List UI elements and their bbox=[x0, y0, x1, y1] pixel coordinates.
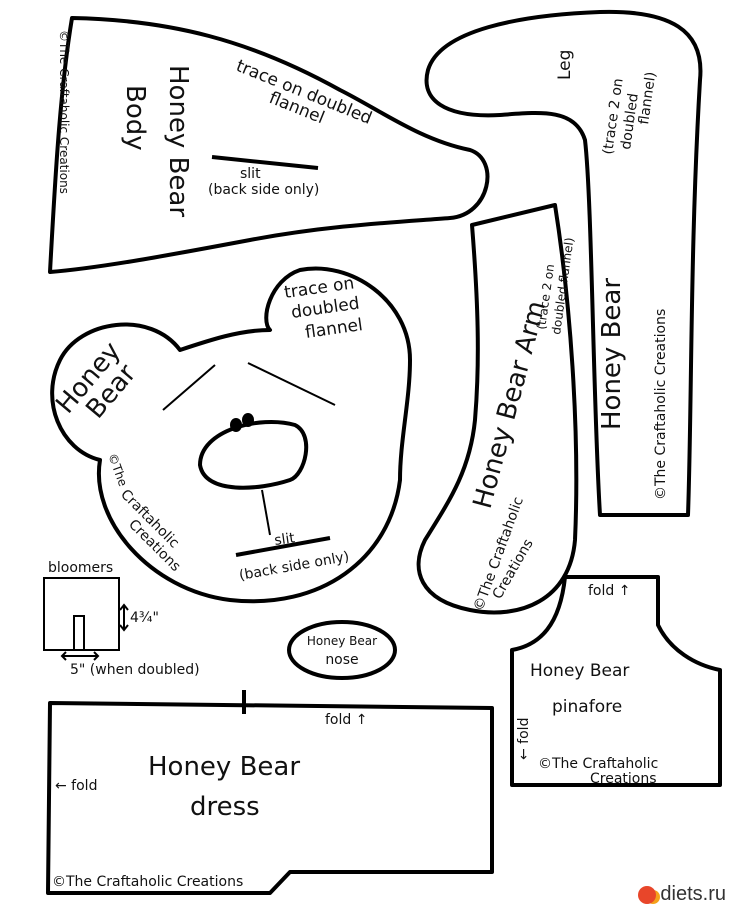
arm-piece: Honey Bear Arm (trace 2 on doubled flann… bbox=[416, 203, 579, 615]
dress-copyright: ©The Craftaholic Creations bbox=[52, 874, 243, 890]
pinafore-fold-side: ← fold bbox=[516, 718, 532, 760]
head-copyright: ©The bbox=[105, 451, 130, 488]
nose-title: Honey Bear bbox=[307, 634, 377, 648]
body-slit-label: slit bbox=[240, 166, 261, 182]
body-title: Honey Bear bbox=[163, 65, 193, 217]
dress-title: Honey Bear bbox=[148, 752, 300, 782]
bloomers-width: 5" (when doubled) bbox=[70, 662, 200, 678]
body-copyright: ©The Craftaholic Creations bbox=[57, 30, 71, 194]
bloomers-height: 4¾" bbox=[130, 610, 159, 626]
body-title-2: Body bbox=[120, 85, 150, 151]
body-slit-note: (back side only) bbox=[208, 182, 319, 198]
pinafore-title-2: pinafore bbox=[552, 697, 622, 717]
bloomers-diagram: bloomers 4¾" 5" (when doubled) bbox=[43, 560, 200, 678]
apple-logo-icon bbox=[638, 885, 657, 904]
leg-copyright: ©The Craftaholic Creations bbox=[653, 309, 669, 500]
leg-note-3: flannel) bbox=[636, 71, 659, 126]
leg-piece: Leg (trace 2 on doubled flannel) Honey B… bbox=[424, 9, 703, 517]
dress-title-2: dress bbox=[190, 792, 260, 822]
bloomers-title: bloomers bbox=[48, 560, 113, 576]
leg-name: Honey Bear bbox=[597, 278, 627, 430]
nose-piece: Honey Bear nose bbox=[287, 620, 397, 680]
watermark-label: diets.ru bbox=[660, 883, 726, 905]
leg-note-2: doubled bbox=[618, 92, 642, 150]
pinafore-copyright: ©The Craftaholic bbox=[538, 756, 658, 772]
dress-fold-top: fold ↑ bbox=[325, 712, 367, 728]
watermark: diets.ru bbox=[638, 883, 726, 906]
pinafore-fold-top: fold ↑ bbox=[588, 583, 630, 599]
head-slit-note: (back side only) bbox=[238, 549, 350, 584]
pinafore-piece: fold ↑ ← fold Honey Bear pinafore ©The C… bbox=[510, 575, 722, 787]
dress-piece: fold ↑ ← fold Honey Bear dress ©The Craf… bbox=[46, 690, 494, 895]
leg-title: Leg bbox=[555, 50, 575, 80]
pinafore-copyright-2: Creations bbox=[590, 771, 657, 787]
body-piece: ©The Craftaholic Creations Honey Bear Bo… bbox=[48, 16, 490, 274]
nose-title-2: nose bbox=[325, 652, 358, 668]
head-slit-label: slit bbox=[273, 530, 296, 549]
dress-fold-side: ← fold bbox=[55, 778, 97, 794]
head-piece: Honey Bear trace on doubled flannel ©The… bbox=[50, 266, 412, 604]
pinafore-title: Honey Bear bbox=[530, 661, 629, 681]
